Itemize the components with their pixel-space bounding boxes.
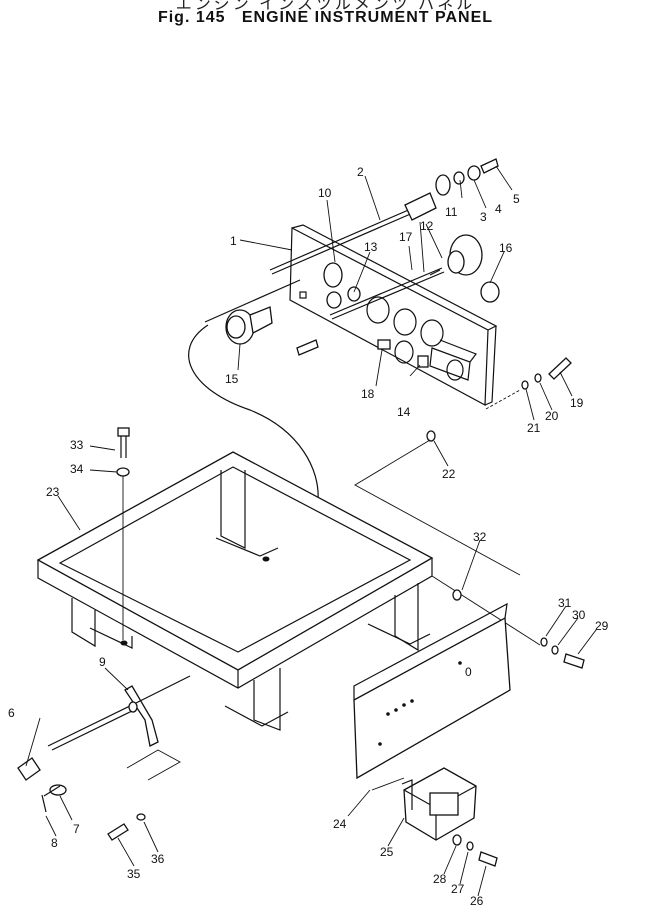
callout-31: 31 (558, 596, 572, 610)
meter-rod (329, 267, 443, 316)
callout-20: 20 (545, 409, 559, 423)
key-switch (204, 279, 301, 345)
tachometer-cable (269, 158, 499, 275)
callout-36: 36 (151, 852, 165, 866)
bolt-33 (116, 427, 130, 477)
callout-24: 24 (333, 817, 347, 831)
clip-18 (377, 339, 391, 350)
washer-32 (452, 589, 462, 601)
callout-4: 4 (495, 202, 502, 216)
callout-11: 11 (445, 205, 458, 219)
callout-34: 34 (70, 462, 84, 476)
callout-19: 19 (570, 396, 584, 410)
callout-16: 16 (499, 241, 513, 255)
meter-gauge (429, 234, 483, 276)
clevis (17, 757, 67, 813)
japanese-title: エンジン インスツルメンツ パネル (175, 0, 476, 13)
callout-35: 35 (127, 867, 141, 881)
lamp-14 (417, 355, 429, 368)
callout-3: 3 (480, 210, 487, 224)
figure-number: Fig. 145 (157, 9, 226, 26)
callout-leaders (25, 165, 597, 897)
callout-25: 25 (380, 845, 394, 859)
indicator-lamp (323, 262, 361, 309)
callout-5: 5 (513, 192, 520, 206)
washer-28 (452, 834, 462, 846)
callout-1: 1 (230, 234, 237, 248)
regulator-box (401, 767, 477, 841)
callout-27: 27 (451, 882, 465, 896)
callout-8: 8 (51, 836, 58, 850)
gauge-bezel-ring (480, 281, 500, 303)
callout-30: 30 (572, 608, 586, 622)
callout-29: 29 (595, 619, 609, 633)
bolt-26 (478, 851, 498, 867)
bolt-19-set (426, 357, 572, 442)
figure-title: Fig. 145 ENGINE INSTRUMENT PANEL (0, 9, 651, 27)
instrument-panel-plate (289, 224, 498, 406)
cable-bracket (47, 675, 191, 781)
callout-28: 28 (433, 872, 447, 886)
callout-numbers: 1 2 3 4 5 6 7 8 9 10 11 12 13 14 15 16 1… (8, 165, 609, 906)
callout-17: 17 (399, 230, 413, 244)
leader-plate (431, 575, 541, 646)
leader-panel (354, 439, 521, 576)
callout-22: 22 (442, 467, 456, 481)
small-screw (296, 339, 319, 356)
callout-10: 10 (318, 186, 332, 200)
mounting-frame (36, 451, 434, 731)
callout-23: 23 (46, 485, 60, 499)
washer-36 (136, 813, 146, 821)
callout-14: 14 (397, 405, 411, 419)
bolt-29 (563, 653, 585, 669)
washer-27 (466, 841, 474, 851)
mounting-plate: 0 (353, 602, 511, 780)
callout-21: 21 (527, 421, 541, 435)
washer-31 (540, 637, 548, 647)
callout-12: 12 (420, 219, 434, 233)
callout-32: 32 (473, 530, 487, 544)
callout-2: 2 (357, 165, 364, 179)
callout-26: 26 (470, 894, 484, 906)
callout-9: 9 (99, 655, 106, 669)
bolt-35 (107, 823, 129, 841)
wire-harness (188, 324, 319, 501)
callout-33: 33 (70, 438, 84, 452)
callout-18: 18 (361, 387, 375, 401)
washer-30 (551, 645, 559, 655)
callout-6: 6 (8, 706, 15, 720)
plate-marking: 0 (465, 665, 472, 679)
callout-13: 13 (364, 240, 378, 254)
figure-name: ENGINE INSTRUMENT PANEL (241, 9, 494, 26)
callout-15: 15 (225, 372, 239, 386)
callout-7: 7 (73, 822, 80, 836)
